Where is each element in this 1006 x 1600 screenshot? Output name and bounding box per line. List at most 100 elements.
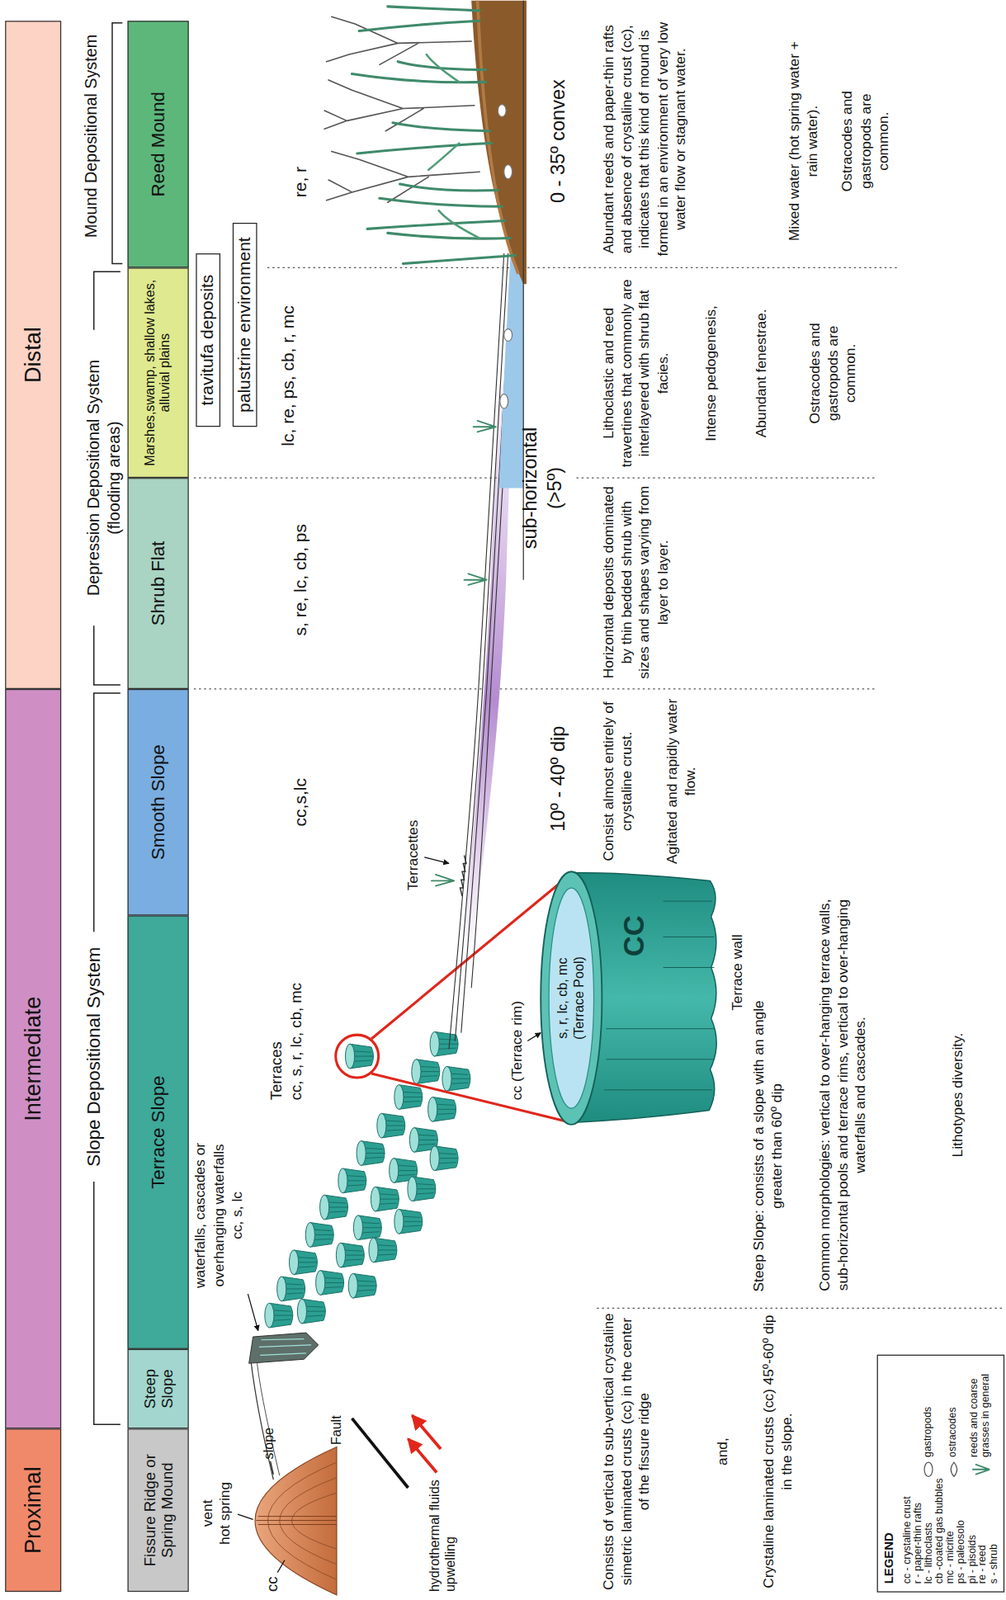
node-text: Distal <box>20 326 47 383</box>
facies-box: Reed Mound <box>127 20 189 268</box>
annotation: sub-horizontal (>5º) <box>518 416 567 560</box>
facies-box: Marshes,swamp, shallow lakes, alluvial p… <box>127 267 189 478</box>
legend-frame-part <box>950 1462 957 1477</box>
terrace-cups-part <box>353 1215 382 1241</box>
annotation: 0 - 35º convex <box>545 49 570 234</box>
node-text: Smooth Slope <box>147 744 170 860</box>
waterfall-part <box>250 1361 274 1480</box>
slope-layers-part <box>424 857 449 864</box>
zoom-inset-part <box>527 1033 541 1042</box>
terrace-cups-part <box>344 1043 374 1069</box>
gastropod-shells-part <box>504 329 513 342</box>
annotation: Lithotypes diversity. <box>949 891 968 1300</box>
annotation: hot spring <box>216 1467 235 1559</box>
terrace-cups-part <box>297 1298 326 1324</box>
annotation: Mound Depositional System <box>81 28 103 244</box>
zoom-inset-part <box>540 871 602 1125</box>
annotation: Fault <box>328 1404 345 1446</box>
terrace-cups-part <box>320 1194 349 1220</box>
terrace-cups-part <box>394 1209 423 1234</box>
annotation: Ostracodes and gastropods are common. <box>838 64 893 218</box>
facies-box: Shrub Flat <box>127 477 189 690</box>
terrace-cups-part <box>442 1066 471 1092</box>
annotation: Mixed water (hot spring water + rain wat… <box>785 38 822 243</box>
legend-entry: ostracodes <box>948 1359 959 1458</box>
slope-layers-part <box>460 855 467 897</box>
annotation: cc, s, r, lc, cb, mc <box>286 875 306 1101</box>
slope-layers <box>424 253 516 1049</box>
fault-symbol-part <box>352 1418 409 1488</box>
facies-box: Smooth Slope <box>127 689 189 916</box>
annotation: Terrace wall <box>728 916 747 1030</box>
spring-mound-part <box>237 1514 254 1520</box>
legend-entry: pi - pisoids <box>967 1478 978 1585</box>
annotation: vent <box>198 1483 218 1545</box>
reeds-and-shrubs <box>324 6 515 887</box>
zone-dividers-part <box>193 688 878 690</box>
legend-entry: r - paper-thin rafts <box>912 1478 924 1585</box>
node-text: Intermediate <box>20 996 47 1122</box>
zone-dividers <box>193 267 1006 1309</box>
node-text: Fissure Ridge or Spring Mound <box>140 1435 176 1585</box>
terrace-cups-part <box>411 1059 440 1085</box>
node-text: travitufa deposits <box>198 274 218 407</box>
terrace-cups-part <box>348 1273 377 1299</box>
terrace-cups-part <box>428 1097 457 1123</box>
terrace-cups-part <box>429 1031 459 1057</box>
waterfall-part <box>259 1339 312 1356</box>
gastropod-shells-part <box>500 394 509 409</box>
reeds-and-shrubs-part <box>473 420 496 433</box>
terrace-cups-part <box>368 1237 397 1263</box>
terrace-cups-part <box>316 1270 345 1296</box>
annotation: cc, s, lc <box>228 1118 247 1313</box>
reeds-and-shrubs-part <box>431 874 454 887</box>
legend-frame-part <box>924 1462 933 1477</box>
legend-entry: re - reed <box>977 1478 989 1585</box>
water-and-mound <box>471 0 527 580</box>
note-box: palustrine environment <box>232 222 258 427</box>
zone-dividers-part <box>596 1308 1006 1309</box>
annotation: Crystaline laminated crusts (cc) 45º-60º… <box>760 1311 796 1592</box>
annotation: cc (Terrace rim) <box>508 977 527 1101</box>
legend-entry: mc - micrite <box>944 1478 956 1585</box>
node-text: Reed Mound <box>147 91 170 197</box>
reeds-and-shrubs-part <box>352 6 516 265</box>
system-brackets-part <box>112 23 123 265</box>
legend-frame-part <box>877 1355 1004 1592</box>
zone-band: Distal <box>4 20 62 690</box>
gastropod-shells <box>497 104 512 409</box>
legend-entry: cb -coated gas bubbles <box>934 1478 945 1585</box>
facies-box: Fissure Ridge or Spring Mound <box>127 1428 189 1592</box>
gastropod-shells-part <box>497 104 506 118</box>
zoom-inset <box>335 871 717 1125</box>
annotation: Lithoclastic and reed travertines that c… <box>599 273 672 473</box>
legend-title: LEGEND <box>881 1482 898 1585</box>
reeds-and-shrubs-part <box>326 16 473 65</box>
annotation: Steep Slope: consists of a slope with an… <box>750 992 786 1299</box>
spring-mound-part <box>255 1447 337 1596</box>
fault-symbol <box>352 1415 442 1488</box>
terrace-cups-part <box>264 1303 293 1328</box>
spring-mound-part <box>268 1462 337 1580</box>
reeds-and-shrubs-part <box>426 54 480 239</box>
terrace-cups-part <box>305 1223 334 1248</box>
reeds-and-shrubs-part <box>464 573 487 586</box>
annotation: Common morphologies: vertical to over-ha… <box>816 891 870 1300</box>
zone-dividers-part <box>267 267 898 269</box>
annotation: Slope Depositional System <box>82 936 106 1177</box>
terrace-cups-part <box>377 1113 406 1139</box>
annotation: cc,s,lc <box>289 750 312 854</box>
slope-layers-part <box>454 253 508 1041</box>
annotation: CC <box>616 904 652 969</box>
legend-frame <box>877 1355 1004 1592</box>
waterfall-part <box>249 1332 319 1364</box>
zoom-inset-part <box>604 901 715 1091</box>
legend-entry: s - shrub <box>988 1478 1000 1585</box>
zoom-inset-part <box>548 887 594 1109</box>
node-text: palustrine environment <box>235 236 256 413</box>
node-text: Terrace Slope <box>147 1076 170 1190</box>
legend-entry: ps - paleosolo <box>955 1478 967 1585</box>
annotation: Abundant fenestrae. <box>752 273 771 473</box>
spring-mound-part <box>277 1560 285 1573</box>
